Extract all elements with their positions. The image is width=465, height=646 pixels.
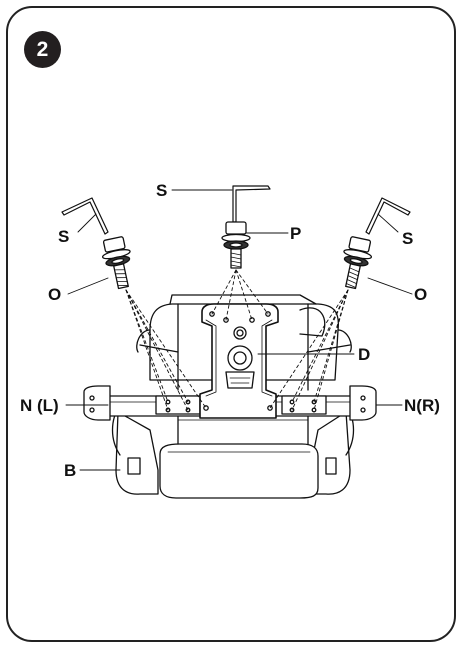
right-bolt-o	[343, 236, 373, 290]
label-s-center: S	[156, 181, 168, 200]
label-o-right: O	[414, 285, 428, 304]
leader-lines	[65, 189, 413, 471]
right-allen-key	[365, 197, 411, 235]
label-n-right: N(R)	[404, 396, 440, 415]
label-o-left: O	[48, 285, 62, 304]
diagram-frame	[6, 6, 456, 642]
step-number-badge: 2	[24, 31, 61, 68]
center-bolt-p	[221, 221, 251, 269]
label-n-left: N (L)	[20, 396, 59, 415]
label-b: B	[64, 461, 77, 480]
left-bolt-o	[101, 236, 131, 290]
alignment-dashes	[125, 269, 349, 411]
left-allen-key	[61, 197, 109, 235]
mechanism-plate-d	[199, 303, 279, 419]
label-p: P	[290, 224, 302, 243]
chair-base-b	[111, 399, 355, 499]
label-d: D	[358, 345, 371, 364]
label-s-right: S	[402, 229, 414, 248]
label-s-left: S	[58, 227, 70, 246]
center-allen-key	[232, 185, 271, 223]
